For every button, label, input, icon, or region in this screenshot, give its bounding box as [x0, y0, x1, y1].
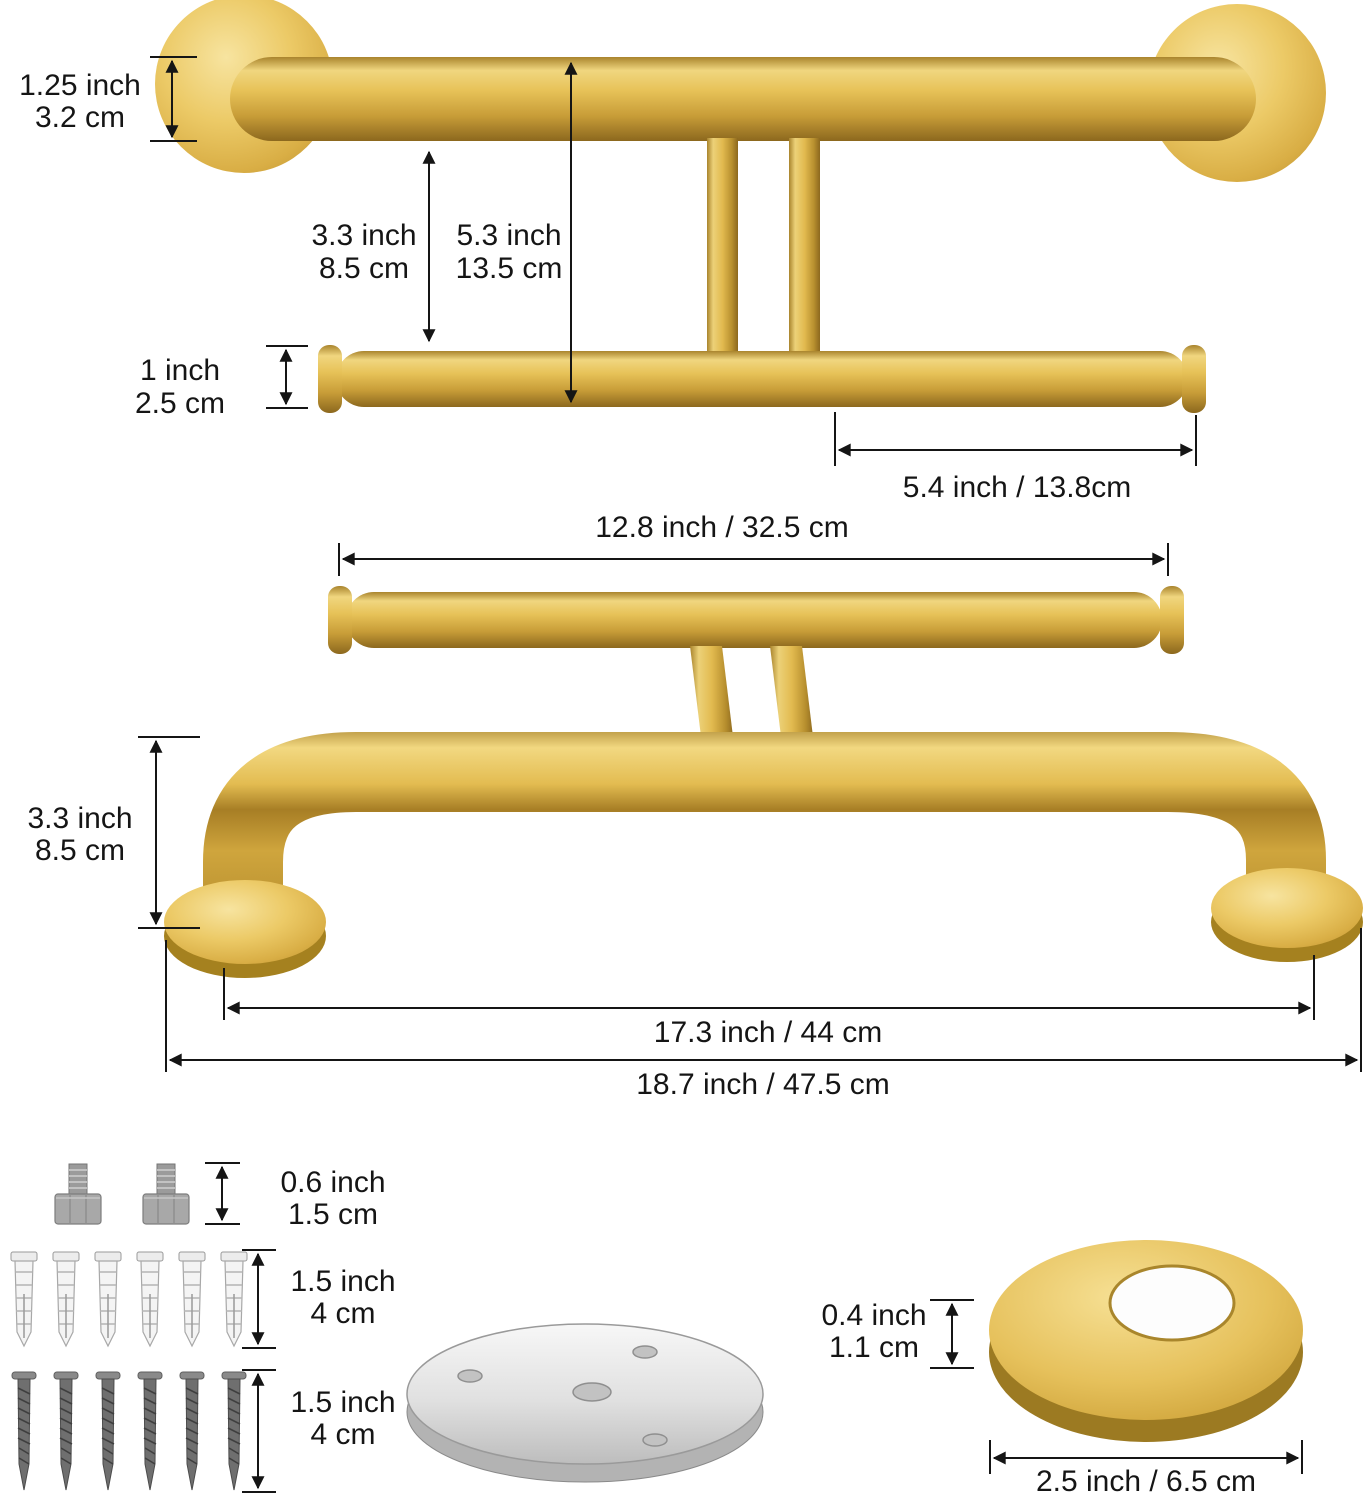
holder-post-right: [789, 138, 820, 354]
wall-anchor: [52, 1251, 80, 1347]
bolt-length-cm-label: 1.5 cm: [288, 1198, 378, 1231]
gap-cm-label: 8.5 cm: [319, 252, 409, 285]
holder-diameter-inch-label: 1 inch: [140, 354, 220, 387]
clearance-inch-label: 3.3 inch: [27, 802, 132, 835]
wall-anchor: [136, 1251, 164, 1347]
anchor-length-cm-label: 4 cm: [310, 1297, 375, 1330]
dim-mounting-span: 17.3 inch / 44 cm: [223, 955, 1315, 1049]
mounting-screw: [11, 1371, 37, 1491]
dim-bar-diameter: 1.25 inch 3.2 cm: [19, 56, 197, 142]
mounting-screw: [179, 1371, 205, 1491]
wall-anchor: [94, 1251, 122, 1347]
plate-center-hole: [572, 1382, 612, 1402]
dim-cover-thickness: 0.4 inch 1.1 cm: [821, 1299, 974, 1369]
plate-screw-hole: [632, 1345, 658, 1359]
holder-end-cap-right-front: [1160, 586, 1184, 654]
grab-bar-front-view: [164, 586, 1363, 978]
bolt-length-inch-label: 0.6 inch: [280, 1166, 385, 1199]
dim-overall-length: 18.7 inch / 47.5 cm: [165, 928, 1362, 1101]
cover-flange-hole: [1108, 1264, 1236, 1342]
dim-screw-length: 1.5 inch 4 cm: [242, 1369, 396, 1493]
holder-end-cap-left: [318, 345, 342, 413]
holder-length-label: 12.8 inch / 32.5 cm: [595, 511, 848, 544]
plate-screw-hole: [642, 1433, 668, 1447]
screw-length-cm-label: 4 cm: [310, 1418, 375, 1451]
base-flange-right: [1211, 868, 1363, 948]
overall-length-label: 18.7 inch / 47.5 cm: [636, 1068, 889, 1101]
holder-end-cap-left-front: [328, 586, 352, 654]
holder-end-cap-right: [1182, 345, 1206, 413]
holder-post-left-front: [690, 646, 734, 745]
anchor-length-inch-label: 1.5 inch: [290, 1265, 395, 1298]
mounting-screw: [221, 1371, 247, 1491]
mounting-screw: [53, 1371, 79, 1491]
cover-thickness-inch-label: 0.4 inch: [821, 1299, 926, 1332]
mounting-plate: [406, 1323, 764, 1483]
dim-cover-diameter: 2.5 inch / 6.5 cm: [989, 1440, 1303, 1498]
wall-anchors: [10, 1251, 248, 1347]
paper-holder-bar: [336, 351, 1188, 407]
mounting-screw: [137, 1371, 163, 1491]
dim-holder-arm: 5.4 inch / 13.8cm: [834, 412, 1197, 504]
cover-thickness-cm-label: 1.1 cm: [829, 1331, 919, 1364]
holder-arm-label: 5.4 inch / 13.8cm: [903, 471, 1131, 504]
cover-flange: [989, 1240, 1303, 1442]
bar-diameter-inch-label: 1.25 inch: [19, 69, 141, 102]
grab-bar-tube: [230, 57, 1256, 141]
mounting-screw: [95, 1371, 121, 1491]
dim-anchor-length: 1.5 inch 4 cm: [242, 1249, 396, 1349]
dim-bolt-length: 0.6 inch 1.5 cm: [205, 1162, 386, 1231]
mounting-screws: [11, 1371, 247, 1491]
hex-bolt: [142, 1163, 190, 1225]
dim-holder-diameter: 1 inch 2.5 cm: [135, 345, 308, 420]
plate-screw-hole: [457, 1369, 483, 1383]
dim-wall-clearance: 3.3 inch 8.5 cm: [27, 736, 200, 929]
wall-anchor: [178, 1251, 206, 1347]
screw-length-inch-label: 1.5 inch: [290, 1386, 395, 1419]
drop-inch-label: 5.3 inch: [456, 219, 561, 252]
holder-post-right-front: [770, 646, 814, 745]
drop-cm-label: 13.5 cm: [456, 252, 563, 285]
dim-holder-length: 12.8 inch / 32.5 cm: [338, 511, 1169, 576]
hex-bolt: [54, 1163, 102, 1225]
mounting-span-label: 17.3 inch / 44 cm: [654, 1016, 882, 1049]
clearance-cm-label: 8.5 cm: [35, 834, 125, 867]
cover-diameter-label: 2.5 inch / 6.5 cm: [1036, 1465, 1256, 1498]
gap-inch-label: 3.3 inch: [311, 219, 416, 252]
grab-bar-top-view: [155, 0, 1326, 413]
holder-post-left: [707, 138, 738, 354]
paper-holder-bar-front: [346, 592, 1162, 648]
dim-bar-to-holder-gap: 3.3 inch 8.5 cm: [311, 150, 436, 343]
holder-diameter-cm-label: 2.5 cm: [135, 387, 225, 420]
dim-overall-drop: 5.3 inch 13.5 cm: [456, 61, 578, 404]
base-flange-left: [164, 880, 326, 964]
grab-bar-tube-front: [203, 732, 1326, 916]
wall-anchor: [220, 1251, 248, 1347]
wall-anchor: [10, 1251, 38, 1347]
hex-bolts: [54, 1163, 190, 1225]
bar-diameter-cm-label: 3.2 cm: [35, 101, 125, 134]
